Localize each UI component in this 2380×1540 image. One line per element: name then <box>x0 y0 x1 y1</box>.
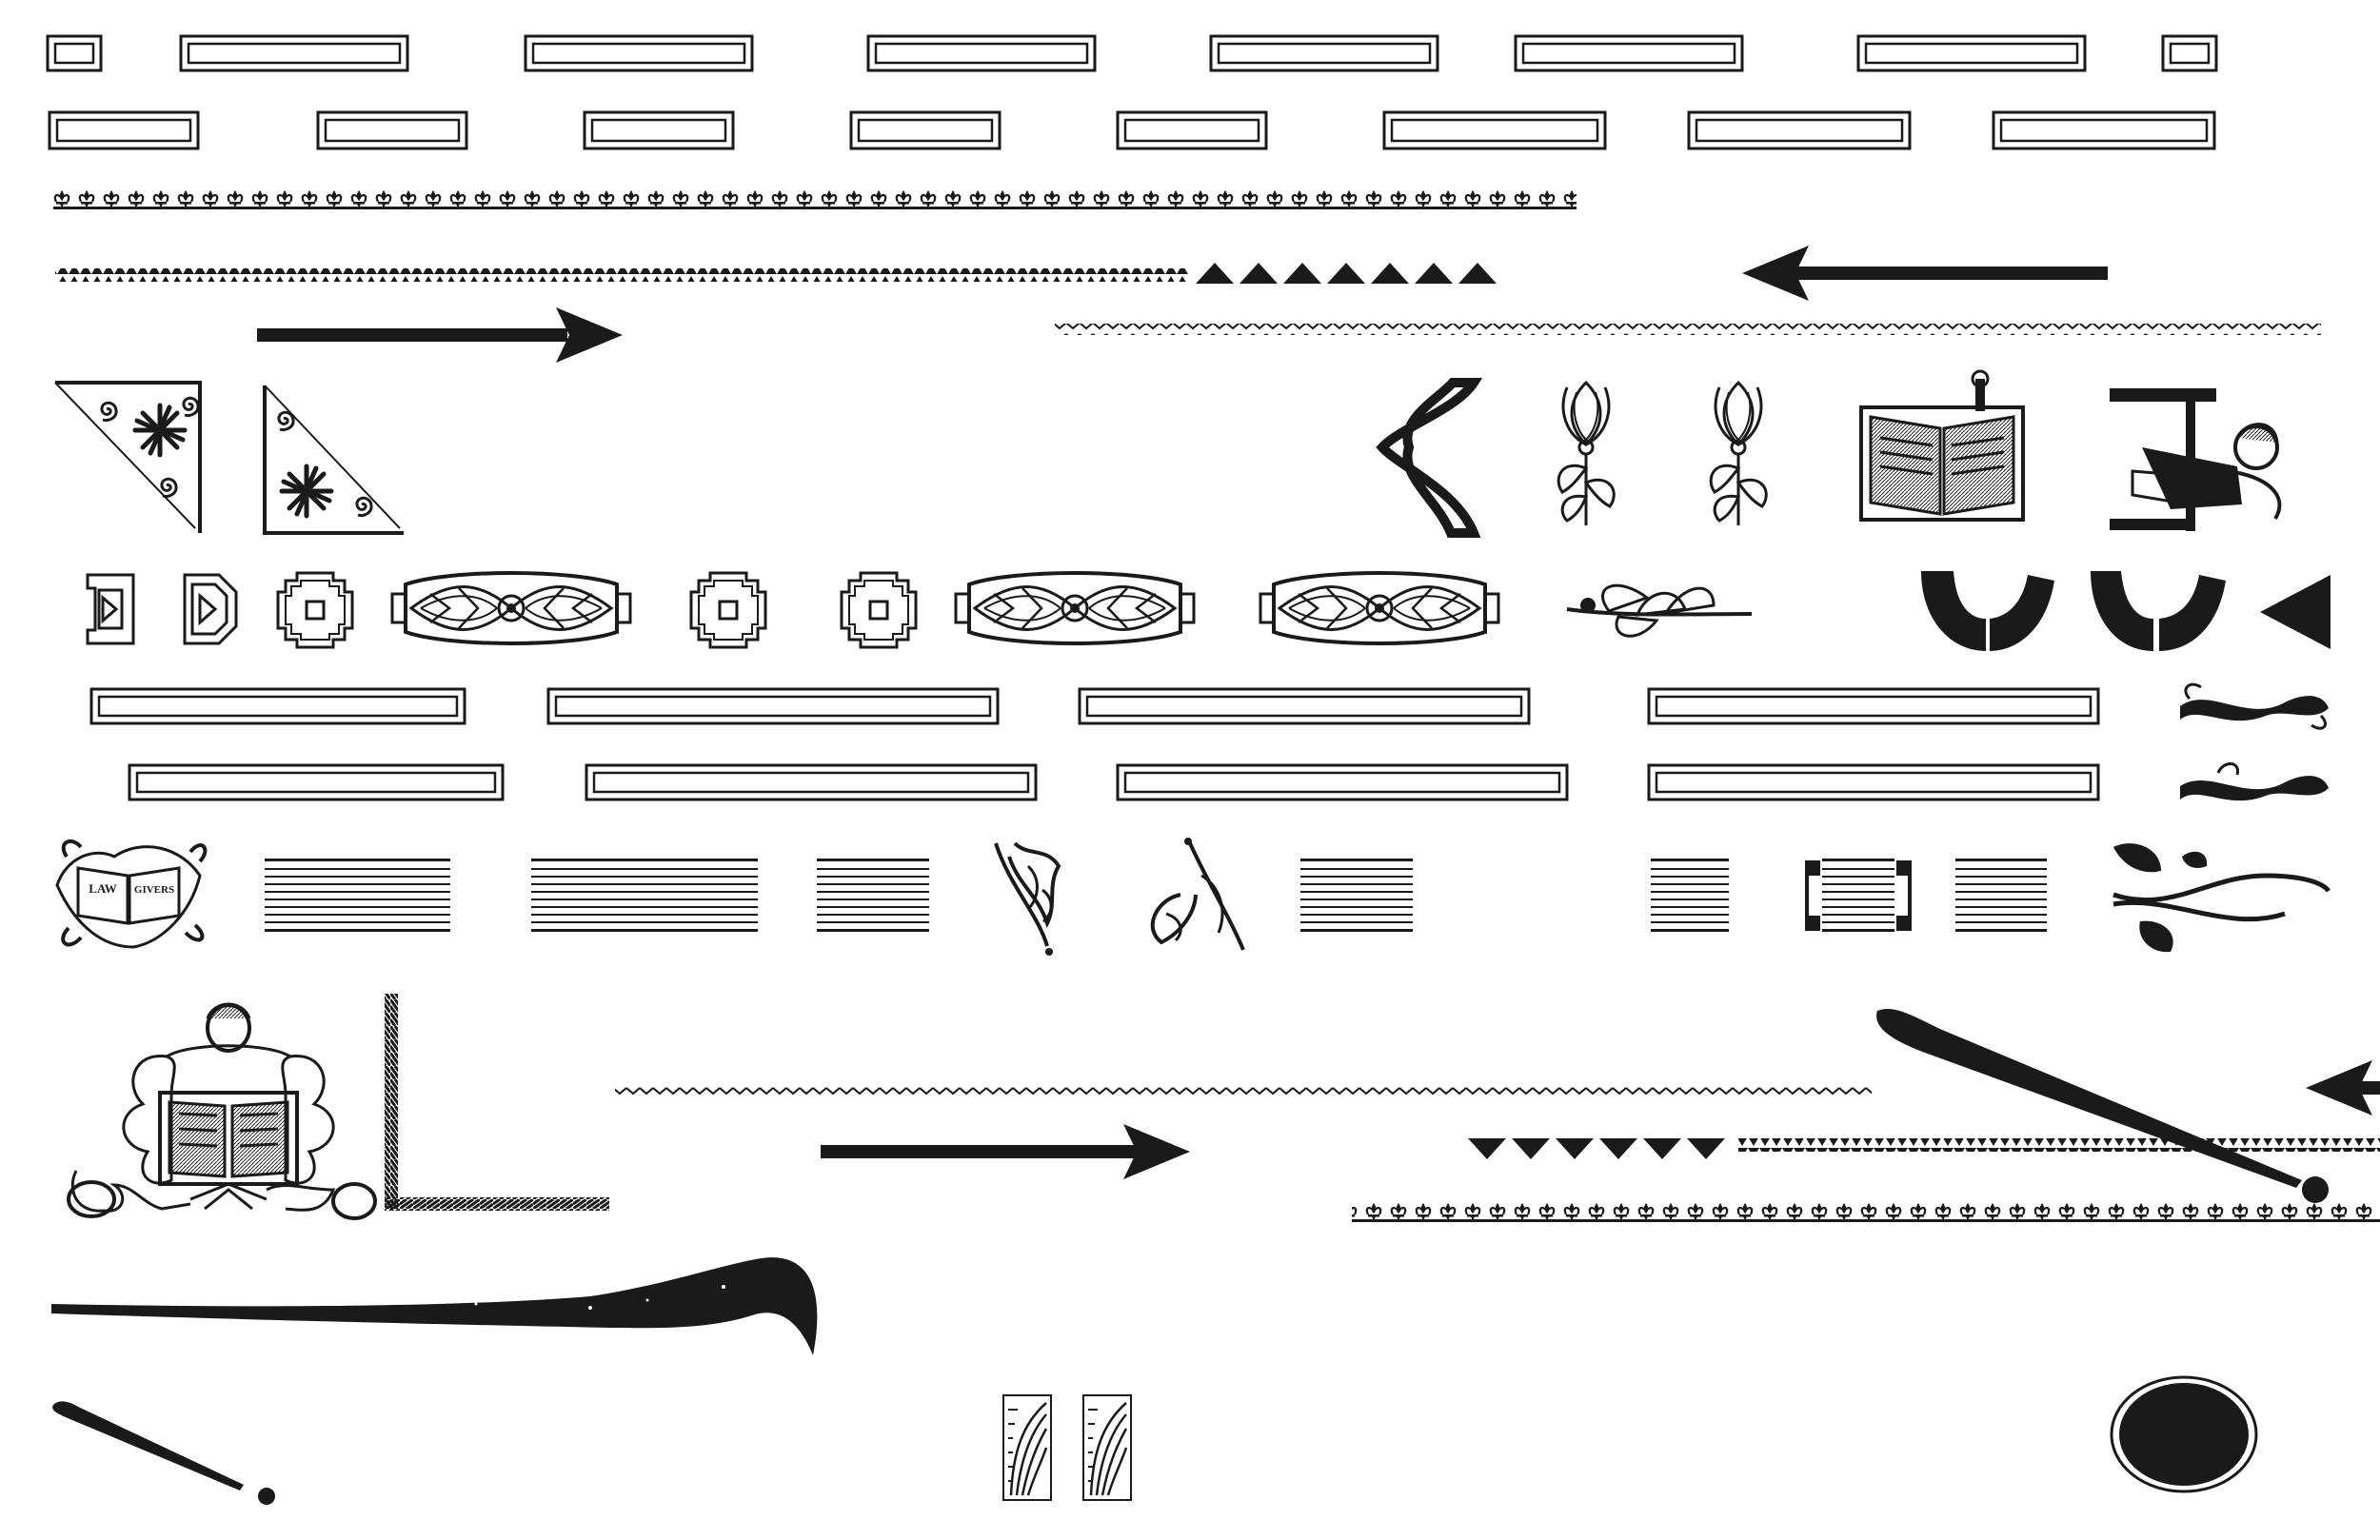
arch-segment-icon <box>1921 571 2330 651</box>
leaf-cartouche-icon <box>954 571 1196 645</box>
ivy-vine-icon <box>2112 843 2330 953</box>
oval-blot-icon <box>2110 1375 2258 1493</box>
oak-book-crest-icon <box>67 1002 377 1220</box>
wavy-rule <box>615 1085 1872 1096</box>
acanthus-leaf-icon <box>1150 838 1245 951</box>
acanthus-leaf-icon <box>994 841 1061 956</box>
chevron-bracket-icon <box>1376 378 1483 538</box>
zigzag-border <box>55 268 1188 282</box>
brush-swash-icon <box>51 1257 818 1355</box>
wave-scroll-icon <box>2180 682 2329 730</box>
fleur-de-lis-border <box>53 190 1577 217</box>
arrow-right-icon <box>257 307 623 363</box>
arrow-right-icon <box>821 1124 1190 1179</box>
tulip-stem-icon <box>1557 381 1616 527</box>
octagon-tile-icon <box>689 571 767 649</box>
double-rule-frame-row-4 <box>128 763 2100 801</box>
book-badge-left-label: LAW <box>89 881 117 896</box>
tulip-stem-icon <box>1709 381 1768 527</box>
horizontal-lines-block <box>1955 859 2047 932</box>
wavy-rule <box>1055 324 2321 335</box>
horizontal-lines-block <box>1651 859 1729 932</box>
fleur-de-lis-border <box>1352 1199 2380 1226</box>
wave-scroll-icon <box>2180 762 2329 801</box>
leaf-cartouche-icon <box>1259 571 1500 645</box>
daisy-corner-icon <box>263 385 404 535</box>
reading-child-icon <box>2110 388 2282 531</box>
arrow-left-icon <box>2306 1060 2380 1116</box>
octagon-tile-icon <box>840 571 918 649</box>
open-book-icon <box>1859 369 2025 522</box>
zigzag-border <box>1738 1138 2380 1152</box>
double-rule-frame-row-2 <box>48 110 2216 150</box>
double-rule-frame-row-3 <box>89 687 2100 725</box>
double-rule-frame-row-1 <box>46 34 2218 72</box>
book-badge-right-label: GIVERS <box>134 884 174 896</box>
laurel-book-badge-icon: LAW GIVERS <box>55 839 208 949</box>
triangle-row <box>1468 1138 1725 1159</box>
leaf-cartouche-icon <box>390 571 632 645</box>
arrow-left-icon <box>1742 246 2108 301</box>
bracket-lines-block <box>1801 859 1915 933</box>
daisy-corner-icon <box>54 381 202 533</box>
feather-pair-icon <box>1002 1393 1133 1502</box>
octagon-tile-icon <box>183 573 238 645</box>
octagon-tile-icon <box>276 571 354 649</box>
octagon-tile-icon <box>86 573 135 645</box>
rope-corner-icon <box>385 994 609 1211</box>
dot-tail-swash-icon <box>1876 1009 2329 1203</box>
triangle-row <box>1196 263 1497 284</box>
leaf-branch-icon <box>1566 583 1753 638</box>
horizontal-lines-block <box>265 859 1413 932</box>
dot-tail-swash-icon <box>52 1401 275 1505</box>
